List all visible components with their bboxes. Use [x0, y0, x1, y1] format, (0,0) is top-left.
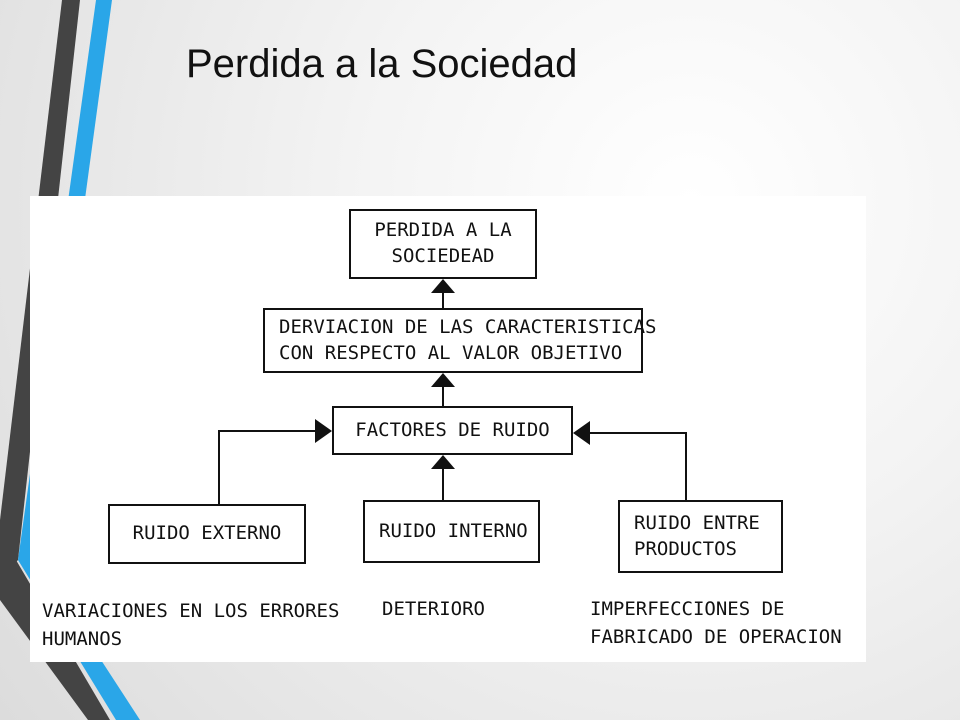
caption-productos-line-1: IMPERFECCIONES DE: [590, 598, 785, 620]
node-productos-line-2: PRODUCTOS: [634, 537, 737, 560]
edge-productos-factores: [588, 432, 687, 500]
node-perdida-line-1: PERDIDA A LA: [374, 219, 512, 242]
node-derivacion-line-2: CON RESPECTO AL VALOR OBJETIVO: [279, 341, 623, 364]
node-factores: FACTORES DE RUIDO: [332, 406, 573, 455]
node-factores-line-1: FACTORES DE RUIDO: [355, 418, 550, 441]
caption-productos-line-2: FABRICADO DE OPERACION: [590, 625, 842, 648]
arrow-up-derivacion: [431, 373, 455, 387]
node-externo-line-1: RUIDO EXTERNO: [132, 522, 282, 545]
node-derivacion: DERVIACION DE LAS CARACTERISTICAS CON RE…: [263, 308, 657, 373]
caption-externo: VARIACIONES EN LOS ERRORES HUMANOS: [42, 598, 339, 653]
node-productos-line-1: RUIDO ENTRE: [634, 511, 760, 534]
caption-interno-line-1: DETERIORO: [382, 598, 485, 620]
caption-productos: IMPERFECCIONES DE FABRICADO DE OPERACION: [590, 596, 842, 651]
arrow-up-perdida: [431, 279, 455, 293]
caption-externo-line-2: HUMANOS: [42, 627, 123, 650]
arrow-up-factores: [431, 455, 455, 469]
node-productos: RUIDO ENTRE PRODUCTOS: [618, 500, 783, 573]
node-derivacion-line-1: DERVIACION DE LAS CARACTERISTICAS: [279, 315, 657, 338]
caption-externo-line-1: VARIACIONES EN LOS ERRORES: [42, 600, 340, 622]
slide-title: Perdida a la Sociedad: [186, 42, 578, 86]
node-interno-line-1: RUIDO INTERNO: [379, 519, 528, 542]
diagram-connectors: [218, 279, 687, 504]
edge-externo-factores: [218, 430, 319, 504]
node-perdida-line-2: SOCIEDEAD: [391, 245, 495, 267]
arrow-left-factores: [573, 421, 590, 445]
arrow-right-factores: [315, 419, 332, 443]
diagram-panel: PERDIDA A LA SOCIEDEAD DERVIACION DE LAS…: [30, 196, 866, 662]
node-interno: RUIDO INTERNO: [363, 500, 540, 563]
caption-interno: DETERIORO: [382, 596, 485, 624]
node-perdida: PERDIDA A LA SOCIEDEAD: [349, 209, 537, 279]
node-externo: RUIDO EXTERNO: [108, 504, 306, 564]
